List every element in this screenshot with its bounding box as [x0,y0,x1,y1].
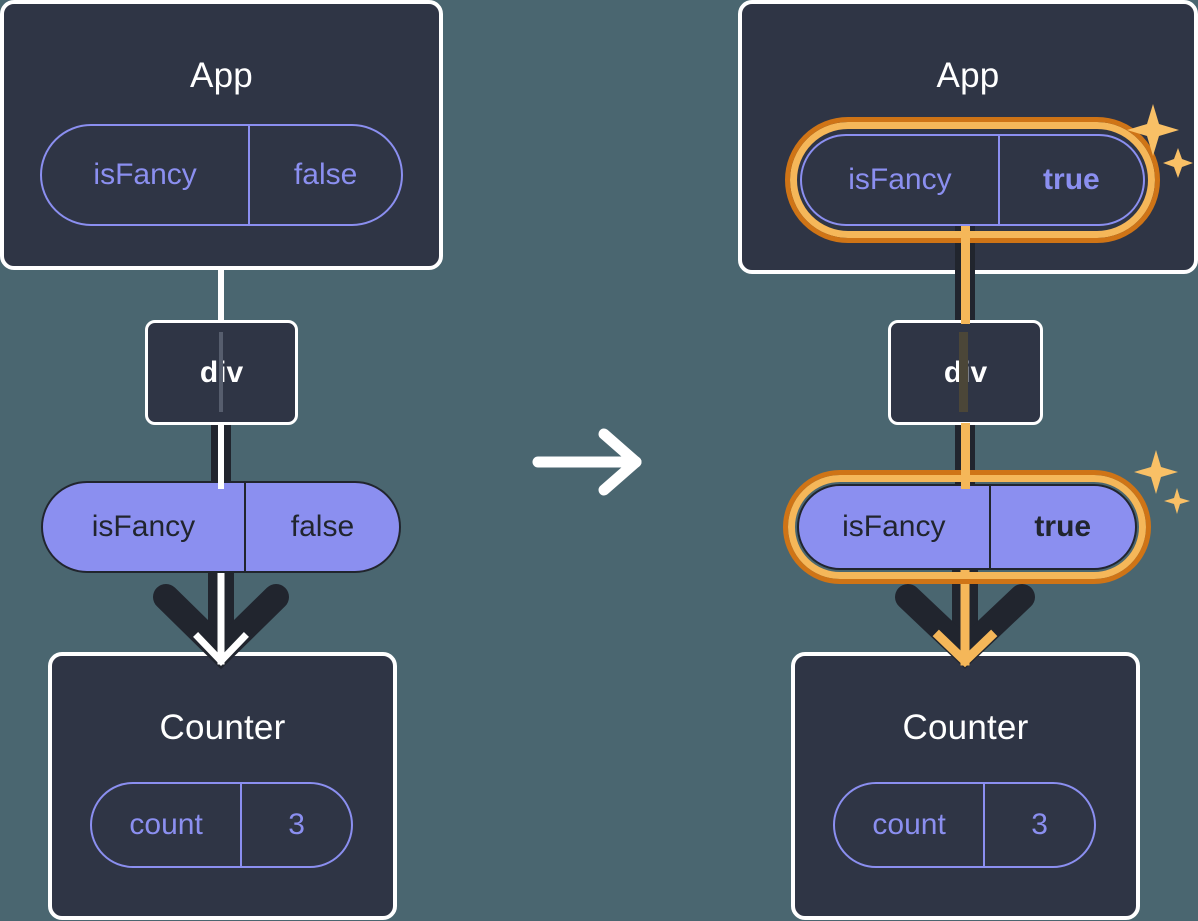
prop-pill-value-before: false [290,510,355,543]
prop-pill-after: isFancy true [797,484,1137,570]
prop-pill-before: isFancy false [41,481,401,573]
app-title-after: App [936,56,1000,95]
app-state-pill-value-after: true [1043,163,1100,196]
div-inner-tick-dark-after [959,332,968,412]
counter-state-pill-after: count 3 [833,782,1096,868]
app-state-pill-after: isFancy true [800,134,1145,226]
counter-title-after: Counter [902,708,1029,747]
counter-title-before: Counter [159,708,286,747]
counter-state-pill-key-before: count [92,784,243,866]
connector-div-to-prop-white-before [218,423,224,489]
prop-arrow-after [880,552,1055,675]
counter-state-pill-before: count 3 [90,782,353,868]
app-title-before: App [190,56,253,95]
connector-app-to-div-orange-after [961,226,970,324]
prop-pill-key-after: isFancy [799,486,991,568]
app-state-pill-key-after: isFancy [802,136,1000,224]
counter-state-pill-value-before: 3 [288,808,305,841]
transition-arrow-icon [532,428,648,496]
prop-arrow-before [140,552,310,675]
connector-div-to-prop-orange-after [961,423,970,489]
prop-pill-key-before: isFancy [43,483,246,571]
sparkles-icon-app-after [1124,100,1198,198]
app-state-pill-key-before: isFancy [42,126,251,224]
app-state-pill-value-before: false [293,158,358,191]
div-inner-tick-before [219,332,223,412]
app-state-pill-before: isFancy false [40,124,403,226]
connector-app-to-div-before [218,266,224,322]
counter-state-pill-value-after: 3 [1031,808,1048,841]
counter-state-pill-key-after: count [835,784,986,866]
prop-pill-value-after: true [1034,510,1092,543]
sparkles-icon-prop-after [1132,448,1194,528]
